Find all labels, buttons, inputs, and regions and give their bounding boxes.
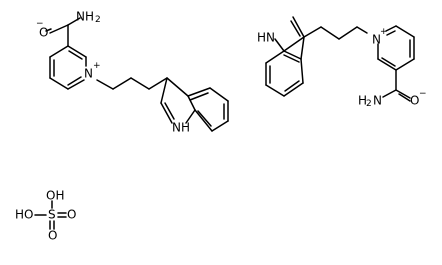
bond (395, 25, 415, 38)
subscript-label: 2 (95, 15, 101, 25)
bond (382, 89, 397, 98)
bond (300, 58, 304, 84)
bond (385, 25, 397, 32)
atom-label-nitrogen: H (358, 94, 367, 108)
atom-label-nitrogen: NH (76, 10, 94, 24)
bond (49, 45, 69, 58)
charge-label: + (380, 27, 388, 37)
atom-label-nitrogen: N (84, 67, 93, 81)
bond (130, 77, 150, 90)
bond (67, 76, 82, 86)
charge-label: − (36, 19, 44, 29)
bond (166, 77, 189, 97)
bond (164, 102, 175, 120)
bond (189, 92, 209, 101)
bond (283, 50, 302, 60)
atom-label-nitrogen: N (372, 33, 381, 47)
bond (265, 50, 285, 64)
bond (338, 26, 358, 40)
bond (160, 77, 168, 104)
bond (283, 82, 304, 97)
bond (395, 58, 415, 71)
bond (356, 26, 368, 34)
bond (197, 110, 212, 127)
bond (67, 17, 81, 26)
bond (187, 87, 211, 97)
bond (284, 80, 300, 92)
molecule-1: O − NH 2 N + NH (36, 10, 229, 135)
bond (194, 109, 213, 132)
bond (187, 95, 196, 111)
atom-label-nitrogen: N (373, 94, 382, 108)
bond (209, 87, 229, 102)
bond (320, 26, 340, 40)
charge-label: − (419, 89, 427, 99)
bond (398, 93, 411, 102)
atom-label-oxygen: O (410, 94, 419, 108)
bond (112, 77, 132, 90)
bond (290, 20, 301, 37)
bond (67, 45, 87, 58)
atom-label-sulfur: S (48, 208, 56, 222)
atom-label-hn: HN (257, 31, 275, 45)
atom-label-oxygen: O (39, 26, 48, 40)
bond (45, 28, 52, 32)
subscript-label: 2 (366, 99, 372, 109)
bond (292, 16, 305, 38)
bond (49, 77, 69, 90)
bond (67, 79, 85, 90)
bond (160, 102, 173, 124)
bond (381, 57, 396, 67)
bond (49, 24, 69, 34)
atom-label-oxygen: O (67, 208, 76, 222)
bond (68, 50, 83, 60)
bond (283, 54, 300, 63)
bond (303, 26, 322, 38)
molecule-2: HN N + H 2 N O − (257, 16, 427, 109)
bond (274, 38, 285, 52)
atom-label-oxygen: O (48, 229, 57, 243)
bond (185, 109, 196, 124)
atom-label-nh: NH (172, 121, 190, 135)
atom-label-oh: OH (46, 189, 64, 203)
bond (211, 120, 229, 132)
bond (96, 79, 114, 90)
bond (300, 36, 305, 60)
bond (386, 30, 396, 36)
charge-label: + (93, 61, 101, 71)
bond (395, 89, 411, 99)
bond (377, 58, 397, 71)
bond (148, 77, 168, 90)
bond (265, 84, 285, 97)
bond (283, 36, 305, 52)
sulfuric-acid: OH HO S O O (15, 189, 76, 243)
atom-label-ho: HO (15, 208, 33, 222)
